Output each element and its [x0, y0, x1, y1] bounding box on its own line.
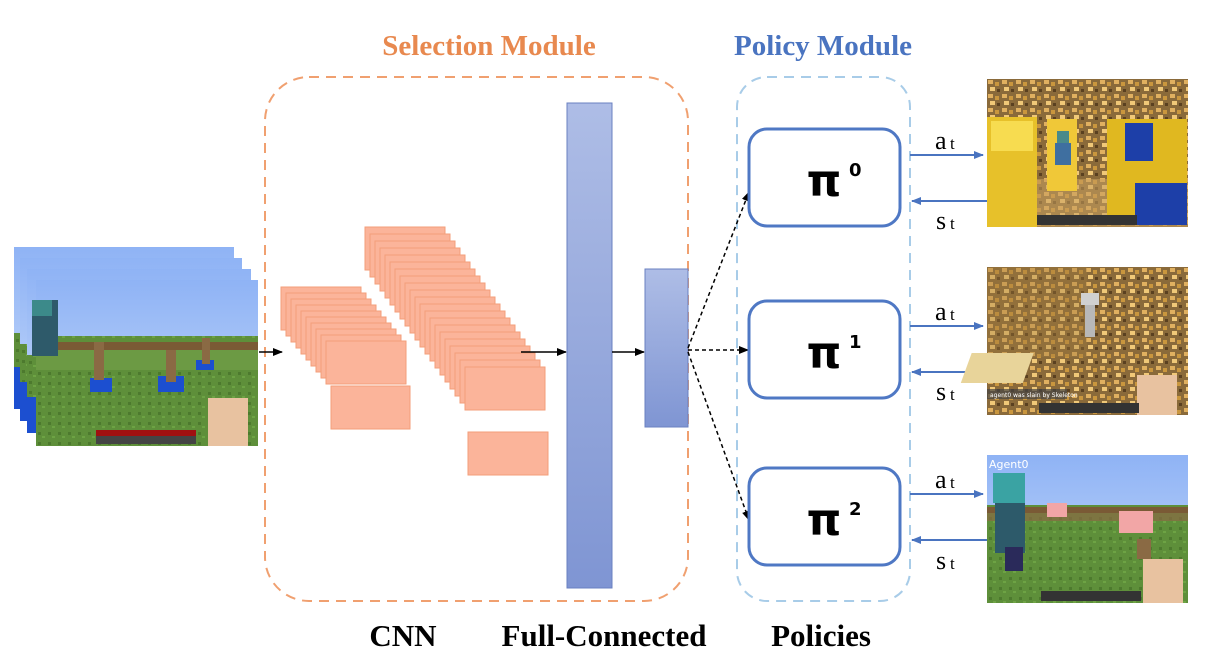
state-subscript-2: t — [950, 554, 955, 573]
state-subscript-0: t — [950, 214, 955, 233]
selection-module-box — [264, 76, 689, 602]
state-label-0: s — [936, 206, 946, 235]
state-subscript-1: t — [950, 385, 955, 404]
policy-module-box — [736, 76, 911, 602]
selection-module-title: Selection Module — [382, 30, 596, 62]
policies-label: Policies — [771, 618, 871, 653]
state-label-1: s — [936, 377, 946, 406]
environment-image-1: agent0 was slain by Skeleton — [960, 267, 1188, 415]
policy-2-symbol: π — [807, 495, 842, 546]
interaction-labels: a t s t a t s t a t s t — [935, 126, 955, 575]
select-policy-2-arrow — [687, 351, 750, 521]
action-subscript-0: t — [950, 134, 955, 153]
full-connected-label: Full-Connected — [502, 618, 707, 653]
fc-layer-large — [566, 102, 613, 589]
policy-box-0: π 0 — [747, 127, 902, 228]
action-label-2: a — [935, 465, 947, 494]
select-policy-0-arrow — [687, 191, 750, 349]
policy-2-index: 2 — [849, 499, 862, 520]
policy-1-index: 1 — [849, 332, 862, 353]
cnn-feature-maps-1 — [280, 286, 411, 430]
policy-0-index: 0 — [849, 160, 862, 181]
action-subscript-2: t — [950, 473, 955, 492]
policy-box-2: π 2 — [747, 466, 902, 567]
policy-box-1: π 1 — [747, 299, 902, 400]
state-label-2: s — [936, 546, 946, 575]
fc-layer-small — [644, 268, 689, 428]
cnn-label: CNN — [369, 618, 436, 653]
env1-chat-message: agent0 was slain by Skeleton — [990, 392, 1078, 399]
action-label-1: a — [935, 297, 947, 326]
interaction-arrows — [910, 151, 987, 544]
environment-image-2: Agent0 — [987, 455, 1188, 603]
cnn-feature-maps-2 — [364, 226, 549, 476]
env2-player-tag: Agent0 — [989, 458, 1029, 471]
policy-0-symbol: π — [807, 156, 842, 207]
action-subscript-1: t — [950, 305, 955, 324]
action-label-0: a — [935, 126, 947, 155]
policy-1-symbol: π — [807, 328, 842, 379]
policy-module-title: Policy Module — [734, 30, 912, 62]
input-frames-image — [14, 247, 258, 446]
environment-image-0 — [987, 79, 1188, 227]
selection-arrows — [687, 191, 750, 521]
